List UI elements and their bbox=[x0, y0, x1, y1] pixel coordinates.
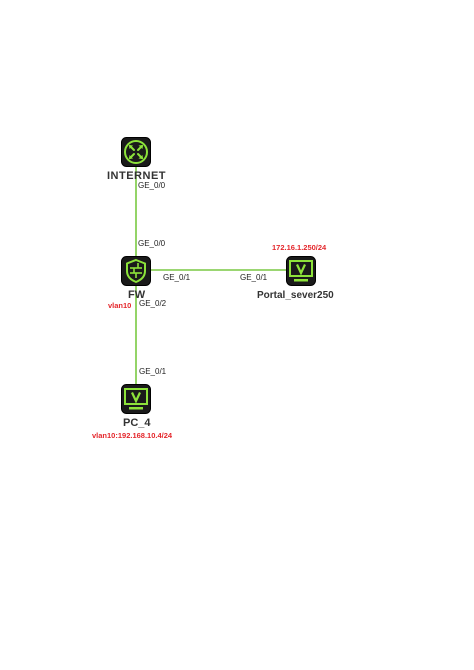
port-pc4-ge01: GE_0/1 bbox=[139, 367, 167, 376]
pc4-host[interactable] bbox=[121, 384, 151, 414]
pc4-ip-note: vlan10:192.168.10.4/24 bbox=[92, 431, 173, 440]
router-icon bbox=[121, 137, 151, 167]
portal-ip-note: 172.16.1.250/24 bbox=[272, 243, 327, 252]
pc4-label: PC_4 bbox=[123, 417, 151, 429]
fw-vlan-note: vlan10 bbox=[108, 301, 132, 310]
port-portal-ge01: GE_0/1 bbox=[240, 273, 268, 282]
server-monitor-icon bbox=[286, 256, 316, 286]
fw-label: FW bbox=[128, 289, 146, 301]
internet-router[interactable] bbox=[121, 137, 151, 167]
port-fw-ge00: GE_0/0 bbox=[138, 239, 166, 248]
internet-label: INTERNET bbox=[107, 170, 166, 182]
fw-firewall[interactable] bbox=[121, 256, 151, 286]
port-fw-ge02: GE_0/2 bbox=[139, 299, 167, 308]
pc-monitor-icon bbox=[121, 384, 151, 414]
firewall-icon bbox=[121, 256, 151, 286]
port-internet-ge00: GE_0/0 bbox=[138, 181, 166, 190]
portal-label: Portal_sever250 bbox=[257, 290, 334, 301]
portal-server[interactable] bbox=[286, 256, 316, 286]
port-fw-ge01: GE_0/1 bbox=[163, 273, 191, 282]
